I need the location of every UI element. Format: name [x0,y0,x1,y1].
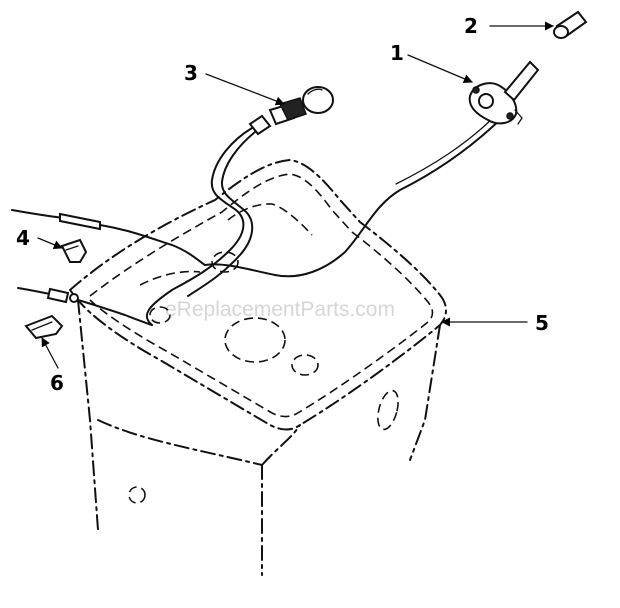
part-1-switch [468,60,540,125]
callout-leaders [37,21,554,369]
part-4-clip [60,238,88,263]
part-6-clip [24,314,64,340]
callout-6: 6 [50,371,64,395]
callout-4: 4 [16,226,30,250]
part-3-rotary-switch [248,86,334,136]
cable-harness [11,107,509,326]
part-2-cap [553,10,588,39]
callout-3: 3 [184,61,198,85]
callout-1: 1 [390,41,404,65]
watermark-text: eReplacementParts.com [165,298,395,321]
callout-5: 5 [535,311,549,335]
callout-2: 2 [464,14,478,38]
console-housing [68,158,447,576]
